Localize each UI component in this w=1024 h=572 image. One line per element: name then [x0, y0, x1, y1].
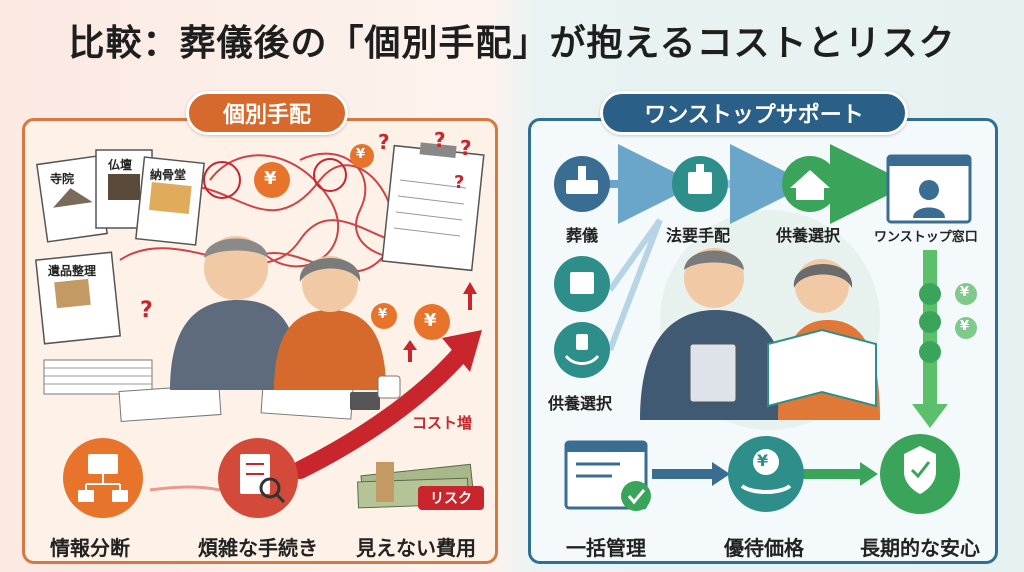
one-stop-window-label: ワンストップ窓口 — [874, 230, 978, 245]
yen-badge-icon — [955, 317, 977, 339]
altar-label: 仏壇 — [108, 158, 133, 172]
stressed-woman — [274, 256, 386, 390]
preferential-price-icon — [728, 436, 804, 512]
yen-symbol: ¥ — [356, 147, 366, 162]
temple-label: 寺院 — [50, 172, 75, 186]
page-title: 比較：葬儀後の「個別手配」が抱えるコストとリスク — [68, 23, 956, 64]
tablet-device — [689, 343, 737, 403]
yen-coin-icon — [371, 303, 397, 329]
rising-cost-arrow — [291, 343, 471, 479]
yen-symbol: ¥ — [960, 319, 970, 334]
small-up-arrowhead — [463, 282, 477, 294]
question-mark: ? — [460, 136, 472, 160]
scribble-icon — [203, 161, 241, 199]
rising-cost-arrowhead — [442, 330, 482, 372]
question-mark: ? — [434, 128, 446, 152]
calm-man — [640, 248, 790, 420]
one-stop-support-heading: ワンストップサポート — [600, 91, 908, 135]
small-up-arrowhead — [403, 340, 417, 350]
memorial-service-icon — [672, 156, 728, 212]
yen-coin-icon — [414, 304, 450, 340]
yen-symbol: ¥ — [757, 451, 769, 470]
check-icon — [919, 311, 941, 333]
flow-connector — [607, 218, 663, 292]
yen-symbol: ¥ — [424, 310, 437, 331]
scribble-icon — [313, 158, 347, 192]
yen-coin-icon — [254, 162, 290, 198]
flow-connector — [607, 218, 663, 352]
check-icon — [919, 341, 941, 363]
one-stop-window-icon — [886, 154, 972, 224]
stressed-man — [170, 236, 300, 390]
vertical-flow-arrowhead — [912, 404, 948, 428]
check-icon — [919, 283, 941, 305]
funeral-label: 葬儀 — [566, 226, 599, 245]
memorial-choice-side-label: 供養選択 — [548, 394, 613, 413]
altar-side-icon — [554, 256, 610, 312]
complex-procedures-icon — [218, 438, 298, 518]
question-mark: ? — [454, 172, 465, 193]
brochure — [767, 328, 877, 408]
long-term-peace-label: 長期的な安心 — [860, 536, 980, 560]
memorial-choice-side-icon — [554, 322, 610, 378]
yen-badge-icon — [955, 283, 977, 305]
yen-symbol: ¥ — [960, 285, 970, 300]
long-term-peace-icon — [880, 434, 960, 514]
preferential-price-label: 優待価格 — [724, 536, 804, 560]
yen-symbol: ¥ — [264, 168, 277, 189]
memorial-choice-icon — [782, 156, 838, 212]
calm-woman — [767, 259, 880, 420]
estate-cleanup-label: 遺品整理 — [48, 264, 97, 278]
bottom-flow-arrowhead — [860, 462, 878, 486]
temple-document — [36, 155, 108, 243]
unified-management-label: 一括管理 — [566, 536, 646, 560]
info-fragmentation-label: 情報分断 — [50, 536, 130, 560]
individual-arrangement-heading: 個別手配 — [186, 91, 348, 135]
estate-cleanup-document — [34, 251, 122, 345]
question-mark: ? — [378, 130, 390, 154]
memorial-choice-label: 供養選択 — [776, 226, 841, 245]
funeral-icon — [554, 156, 610, 212]
paper-stack — [43, 359, 153, 395]
memorial-service-label: 法要手配 — [666, 226, 731, 245]
risk-tag: リスク — [418, 486, 484, 510]
ossuary-label: 納骨堂 — [150, 168, 187, 182]
bottom-flow-arrowhead — [712, 462, 730, 486]
desk-paper — [118, 384, 222, 422]
unified-management-icon — [564, 440, 651, 511]
cost-increase-label: コスト増 — [412, 414, 473, 432]
clipboard-document — [381, 142, 485, 272]
coffee-cup-icon — [377, 375, 401, 399]
connector-line — [149, 485, 221, 492]
complex-procedures-label: 煩雑な手続き — [198, 536, 318, 560]
yen-coin-icon — [350, 144, 374, 168]
info-fragmentation-icon — [63, 438, 143, 518]
question-mark: ? — [140, 298, 153, 323]
yen-symbol: ¥ — [378, 307, 388, 322]
calculator-icon — [350, 392, 380, 410]
ossuary-document — [135, 156, 205, 246]
hidden-costs-label: 見えない費用 — [356, 536, 476, 560]
